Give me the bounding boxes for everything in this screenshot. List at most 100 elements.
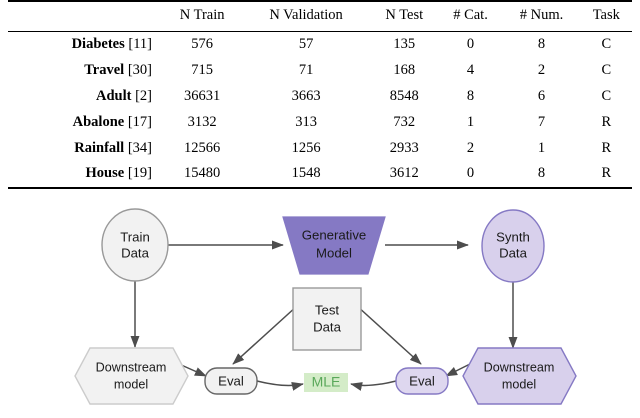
cell-n-cat: 2 (466, 139, 475, 156)
mle-highlight (304, 373, 348, 392)
cell-n-validation: 313 (295, 113, 317, 130)
cell-n-test: 8548 (389, 87, 419, 104)
edge-downstream-right-to-eval-right (445, 363, 471, 377)
synth-data-label-line2: Data (499, 245, 528, 260)
node-eval-right[interactable]: Eval (395, 367, 449, 395)
train-data-ellipse (101, 208, 169, 282)
cell-n-train: 12566 (184, 139, 221, 156)
table-header-row: N Train N Validation N Test # Cat. # Num… (8, 2, 632, 32)
dataset-name: Rainfall (74, 139, 125, 156)
cell-n-validation: 71 (298, 62, 314, 79)
row-label: Travel [30] (8, 58, 162, 84)
edge-eval-left-to-mle (256, 380, 304, 391)
table-row: Adult [2] 36631 3663 8548 8 6 C (8, 84, 632, 110)
eval-left-label: Eval (218, 373, 244, 388)
dataset-name: Abalone (72, 113, 125, 130)
dataset-statistics-table: N Train N Validation N Test # Cat. # Num… (8, 0, 632, 190)
mle-label: MLE (312, 374, 341, 390)
downstream-left-hexagon (74, 347, 189, 405)
table-row: Travel [30] 715 71 168 4 2 C (8, 58, 632, 84)
cell-n-cat: 0 (466, 36, 475, 53)
downstream-left-label-line2: model (114, 377, 148, 391)
cell-n-cat: 0 (466, 165, 475, 182)
cell-n-test: 168 (393, 62, 416, 79)
table-rule-mid (8, 31, 632, 32)
header-n-test: N Test (385, 7, 424, 23)
dataset-reference: [2] (135, 87, 152, 104)
test-data-label-line2: Data (313, 319, 342, 334)
cell-task: C (601, 62, 612, 79)
table-row: Abalone [17] 3132 313 732 1 7 R (8, 109, 632, 135)
test-data-label-line1: Test (315, 302, 340, 317)
cell-n-test: 3612 (389, 165, 419, 182)
node-downstream-model-left[interactable]: Downstream model (74, 347, 189, 405)
synth-data-label-line1: Synth (496, 229, 530, 244)
cell-n-num: 8 (537, 165, 546, 182)
train-data-label-line2: Data (121, 245, 150, 260)
cell-n-test: 2933 (389, 139, 419, 156)
table-row: Diabetes [11] 576 57 135 0 8 C (8, 32, 632, 58)
header-dataset (8, 2, 162, 32)
node-eval-left[interactable]: Eval (204, 367, 258, 395)
cell-task: C (601, 87, 612, 104)
cell-n-train: 15480 (184, 165, 221, 182)
row-label: Adult [2] (8, 84, 162, 110)
pipeline-diagram: Train Data Generative Model Synth Data T… (74, 208, 577, 405)
test-data-rect (292, 287, 362, 351)
cell-n-cat: 1 (466, 113, 475, 130)
header-n-num: # Num. (519, 7, 564, 23)
train-data-label-line1: Train (120, 229, 150, 244)
node-synth-data[interactable]: Synth Data (481, 209, 545, 283)
cell-n-num: 8 (537, 36, 546, 53)
dataset-name: Travel (84, 62, 125, 79)
node-mle[interactable]: MLE (304, 373, 348, 392)
edge-downstream-left-to-eval-left (178, 363, 207, 377)
row-label: Rainfall [34] (8, 135, 162, 161)
row-label: House [19] (8, 161, 162, 188)
cell-n-num: 7 (537, 113, 546, 130)
dataset-reference: [30] (127, 62, 152, 79)
dataset-name: House (85, 165, 125, 182)
dataset-name: Adult (95, 87, 132, 104)
node-train-data[interactable]: Train Data (101, 208, 169, 282)
generative-model-trapezoid (282, 216, 386, 275)
cell-n-train: 36631 (184, 87, 221, 104)
header-n-cat: # Cat. (453, 7, 488, 23)
cell-n-num: 2 (537, 62, 546, 79)
edge-eval-right-to-mle (350, 380, 397, 391)
cell-n-train: 3132 (187, 113, 217, 130)
header-n-train: N Train (179, 7, 225, 23)
downstream-right-label-line2: model (502, 377, 536, 391)
downstream-right-hexagon (462, 347, 577, 405)
cell-task: R (601, 165, 612, 182)
cell-n-num: 6 (537, 87, 546, 104)
cell-task: R (601, 113, 612, 130)
cell-n-test: 732 (393, 113, 416, 130)
eval-left-rect (204, 367, 258, 395)
cell-n-train: 576 (191, 36, 214, 53)
cell-n-cat: 8 (466, 87, 475, 104)
cell-n-train: 715 (191, 62, 214, 79)
generative-model-label-line2: Model (316, 245, 352, 260)
node-generative-model[interactable]: Generative Model (282, 216, 386, 275)
eval-right-rect (395, 367, 449, 395)
header-task: Task (592, 7, 620, 23)
row-label: Abalone [17] (8, 109, 162, 135)
cell-n-validation: 3663 (291, 87, 321, 104)
table-rule-bottom (8, 186, 632, 190)
cell-n-validation: 1256 (291, 139, 321, 156)
dataset-reference: [17] (127, 113, 152, 130)
downstream-left-label-line1: Downstream (96, 360, 167, 374)
synth-data-ellipse (481, 209, 545, 283)
eval-right-label: Eval (409, 373, 435, 388)
cell-task: C (601, 36, 612, 53)
table-row: House [19] 15480 1548 3612 0 8 R (8, 161, 632, 188)
dataset-reference: [19] (127, 165, 152, 182)
node-downstream-model-right[interactable]: Downstream model (462, 347, 577, 405)
dataset-name: Diabetes (71, 36, 125, 53)
table-row: Rainfall [34] 12566 1256 2933 2 1 R (8, 135, 632, 161)
cell-n-num: 1 (537, 139, 546, 156)
cell-n-test: 135 (393, 36, 416, 53)
generative-model-label-line1: Generative (302, 227, 367, 242)
node-test-data[interactable]: Test Data (292, 287, 362, 351)
